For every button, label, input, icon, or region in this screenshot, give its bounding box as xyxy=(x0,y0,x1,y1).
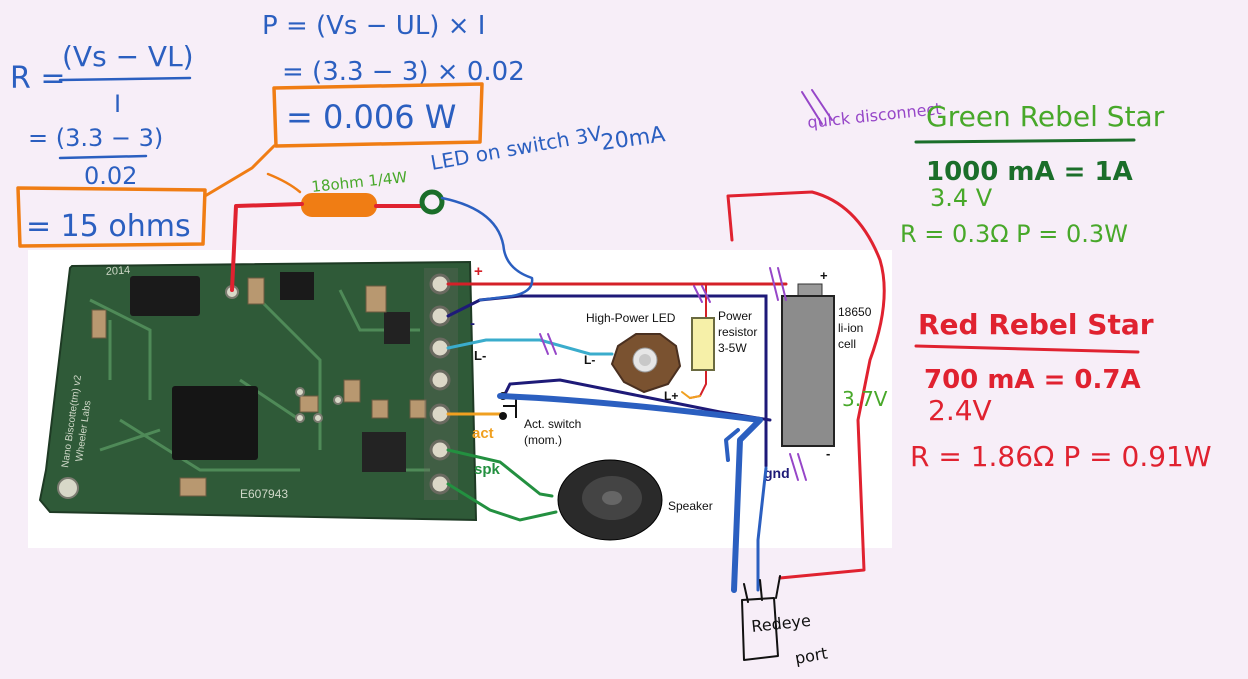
wire-led-plus xyxy=(681,391,701,400)
label-cell-3: cell xyxy=(838,337,856,351)
note-green-current: 1000 mA = 1A xyxy=(926,157,1133,187)
ink-underline-red xyxy=(914,344,1140,354)
ink-underline-green xyxy=(914,138,1136,144)
circuit-board: 2014 Nano Biscotte(tm) v2 Wheeler Labs E… xyxy=(38,260,478,522)
ink-wire-red xyxy=(230,202,422,292)
chip-top xyxy=(130,276,200,316)
ink-resistor xyxy=(301,193,377,217)
calc-r-numerator: (Vs − VL) xyxy=(62,40,194,73)
calc-r-subst-denominator: 0.02 xyxy=(84,162,137,190)
ink-text: R = (Vs − VL) I = (3.3 − 3) 0.02 = 15 oh… xyxy=(10,11,1212,668)
label-resistor-2: resistor xyxy=(718,325,757,339)
ink-connector-orange xyxy=(203,144,276,198)
ink-wire-red-loop xyxy=(726,190,886,580)
board-year: 2014 xyxy=(105,264,130,278)
label-led-l-plus: L+ xyxy=(664,389,678,403)
label-cell-1: 18650 xyxy=(838,305,872,319)
note-red-current: 700 mA = 0.7A xyxy=(924,365,1141,395)
label-cell-plus: + xyxy=(820,268,828,283)
label-switch-1: Act. switch xyxy=(524,417,581,431)
ink-port-pins xyxy=(743,575,781,603)
label-speaker: Speaker xyxy=(668,499,713,513)
ink-wire-blue-branch xyxy=(724,428,740,462)
wire-spk-1 xyxy=(446,448,554,498)
chip-regulator xyxy=(362,432,406,472)
high-power-led xyxy=(610,333,682,394)
board-serial: E607943 xyxy=(240,487,288,501)
wire-negative xyxy=(446,294,768,422)
note-green-calc: R = 0.3Ω P = 0.3W xyxy=(900,220,1128,248)
ink-box-power xyxy=(272,82,484,148)
ink-fraction-bar-1 xyxy=(58,76,192,82)
label-resistor-3: 3-5W xyxy=(718,341,747,355)
battery-cell xyxy=(781,283,835,447)
label-led-title: High-Power LED xyxy=(586,311,676,325)
ink-strokes xyxy=(16,76,1140,661)
calc-p-formula: P = (Vs − UL) × I xyxy=(262,11,485,41)
label-led-l-minus: L- xyxy=(584,353,595,367)
note-green-title: Green Rebel Star xyxy=(926,100,1165,133)
power-resistor xyxy=(691,317,715,371)
note-red-calc: R = 1.86Ω P = 0.91W xyxy=(910,440,1212,473)
calc-r-denominator: I xyxy=(114,90,121,118)
ink-arrow-resistor xyxy=(266,172,302,194)
speaker xyxy=(557,459,663,541)
label-gnd: gnd xyxy=(764,465,790,481)
calc-r-result: = 15 ohms xyxy=(26,209,191,244)
wire-spk-2 xyxy=(446,482,558,522)
ink-disconnect-marks xyxy=(539,89,833,481)
label-cell-minus: - xyxy=(826,446,830,461)
ink-fraction-bar-2 xyxy=(58,154,148,160)
calc-p-result: = 0.006 W xyxy=(286,98,456,136)
ink-led-indicator xyxy=(419,189,445,215)
note-quick-disconnect: quick disconnect xyxy=(806,99,942,132)
calc-led-current-note: 20mA xyxy=(599,122,666,156)
calc-p-subst: = (3.3 − 3) × 0.02 xyxy=(282,57,525,87)
calc-r-label: R = xyxy=(10,61,66,96)
note-port-1: Redeye xyxy=(750,611,811,636)
calc-r-subst-numerator: = (3.3 − 3) xyxy=(28,124,163,152)
note-green-voltage: 3.4 V xyxy=(930,184,993,212)
label-cell-2: li-ion xyxy=(838,321,863,335)
ink-wire-blue-led xyxy=(440,196,534,302)
note-red-title: Red Rebel Star xyxy=(918,308,1154,341)
label-pin-spk: spk xyxy=(474,461,501,478)
board-components xyxy=(91,277,427,497)
chip-small xyxy=(280,272,314,300)
label-pin-minus: - xyxy=(470,315,475,332)
label-resistor-1: Power xyxy=(718,309,752,323)
label-pin-l-minus: L- xyxy=(474,348,486,363)
ink-box-15ohms xyxy=(16,186,207,248)
ink-wire-blue-gnd xyxy=(756,466,768,592)
note-red-voltage: 2.4V xyxy=(928,394,992,427)
calc-resistor-note: 18ohm 1/4W xyxy=(311,168,409,196)
ink-wire-blue-switch xyxy=(497,393,763,593)
ink-port-box xyxy=(741,597,779,661)
chip-main xyxy=(172,386,258,460)
label-switch-2: (mom.) xyxy=(524,433,562,447)
note-port-2: port xyxy=(793,644,829,668)
board-pin-header xyxy=(424,268,458,500)
chip-transistor xyxy=(384,312,410,344)
note-cell-voltage: 3.7V xyxy=(842,387,888,411)
label-pin-plus: + xyxy=(474,263,483,280)
label-pin-act: act xyxy=(472,425,494,442)
wire-led-minus xyxy=(446,338,614,356)
